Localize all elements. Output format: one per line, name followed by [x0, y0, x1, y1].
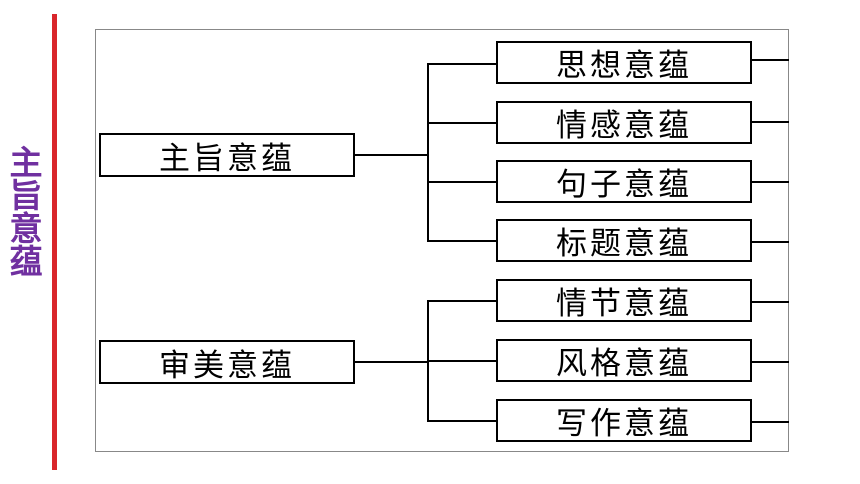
connector-branch	[427, 240, 496, 242]
connector-main-1	[355, 154, 428, 156]
connector-trunk-1	[427, 63, 429, 241]
node-emotion: 情感意蕴	[496, 101, 752, 144]
node-writing: 写作意蕴	[496, 399, 752, 442]
connector-main-2	[355, 361, 428, 363]
node-aesthetic: 审美意蕴	[99, 340, 355, 384]
node-main-theme: 主旨意蕴	[99, 133, 355, 177]
connector-branch	[427, 122, 496, 124]
connector-branch	[427, 181, 496, 183]
connector-branch	[427, 300, 496, 302]
diagram-frame	[95, 29, 789, 452]
node-sentence: 句子意蕴	[496, 160, 752, 203]
red-divider	[52, 14, 57, 470]
connector-branch	[427, 420, 496, 422]
stub-line	[752, 241, 789, 243]
stub-line	[752, 301, 789, 303]
stub-line	[752, 181, 789, 183]
connector-branch	[427, 63, 496, 65]
node-style: 风格意蕴	[496, 339, 752, 382]
stub-line	[752, 361, 789, 363]
stub-line	[752, 59, 789, 61]
node-plot: 情节意蕴	[496, 279, 752, 322]
connector-branch	[427, 360, 496, 362]
node-thought: 思想意蕴	[496, 41, 752, 84]
stub-line	[752, 421, 789, 423]
node-title: 标题意蕴	[496, 219, 752, 262]
side-title: 主旨意蕴	[4, 145, 43, 277]
stub-line	[752, 121, 789, 123]
